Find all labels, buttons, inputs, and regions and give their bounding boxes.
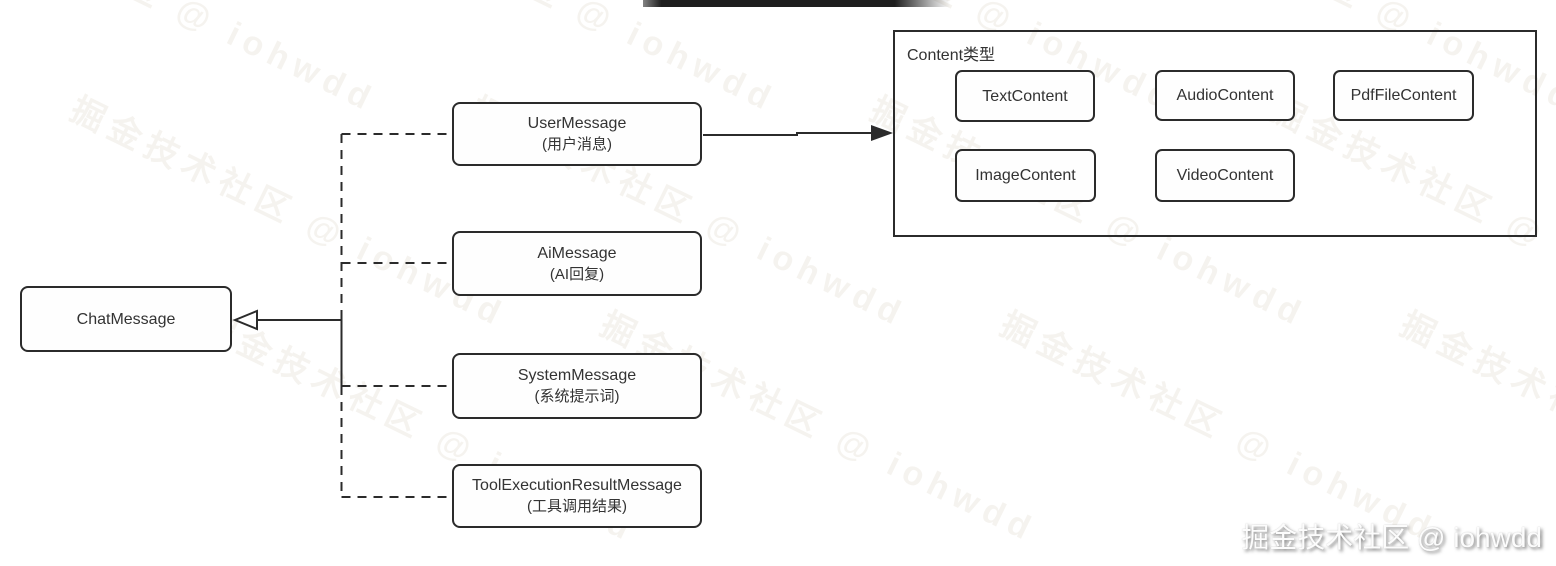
- node-audio-content: AudioContent: [1155, 70, 1295, 121]
- node-ai-message: AiMessage (AI回复): [452, 231, 702, 296]
- node-pdf-file-content-label: PdfFileContent: [1350, 87, 1457, 104]
- node-image-content-label: ImageContent: [975, 167, 1076, 184]
- node-audio-content-label: AudioContent: [1176, 87, 1274, 104]
- node-ai-message-subtitle: (AI回复): [549, 265, 605, 283]
- community-watermark: 掘金技术社区 @ iohwdd: [1241, 522, 1542, 553]
- node-system-message-label: SystemMessage: [517, 367, 637, 384]
- top-dark-bar: [643, 0, 950, 7]
- node-system-message-subtitle: (系统提示词): [534, 388, 620, 405]
- node-text-content: TextContent: [955, 70, 1095, 122]
- node-ai-message-label: AiMessage: [537, 244, 617, 262]
- node-system-message: SystemMessage (系统提示词): [452, 353, 702, 419]
- tiled-watermark-text: 掘金技术社区 @ iohwdd: [994, 305, 1443, 550]
- tiled-watermark-text: 掘金技术社区 @ iohwdd: [0, 0, 386, 122]
- node-tool-message-label: ToolExecutionResultMessage: [472, 477, 682, 494]
- node-chat-message-label: ChatMessage: [76, 310, 176, 328]
- user-to-content-line: [703, 133, 872, 135]
- node-video-content-label: VideoContent: [1176, 167, 1274, 184]
- content-arrowhead-icon: [871, 125, 893, 141]
- inheritance-arrowhead-icon: [235, 311, 257, 329]
- node-user-message: UserMessage (用户消息): [452, 102, 702, 166]
- node-pdf-file-content: PdfFileContent: [1333, 70, 1474, 121]
- node-tool-execution-result-message: ToolExecutionResultMessage (工具调用结果): [452, 464, 702, 528]
- content-type-group-title: Content类型: [907, 47, 996, 64]
- tiled-watermark-text: 掘金技术社区 @ iohwdd: [1394, 305, 1556, 550]
- node-chat-message: ChatMessage: [20, 286, 232, 352]
- node-text-content-label: TextContent: [982, 87, 1068, 105]
- node-image-content: ImageContent: [955, 149, 1096, 202]
- node-user-message-label: UserMessage: [527, 115, 627, 132]
- node-video-content: VideoContent: [1155, 149, 1295, 202]
- node-tool-message-subtitle: (工具调用结果): [527, 498, 627, 515]
- node-user-message-subtitle: (用户消息): [542, 136, 612, 153]
- content-type-group: Content类型 TextContent AudioContent PdfFi…: [893, 30, 1537, 237]
